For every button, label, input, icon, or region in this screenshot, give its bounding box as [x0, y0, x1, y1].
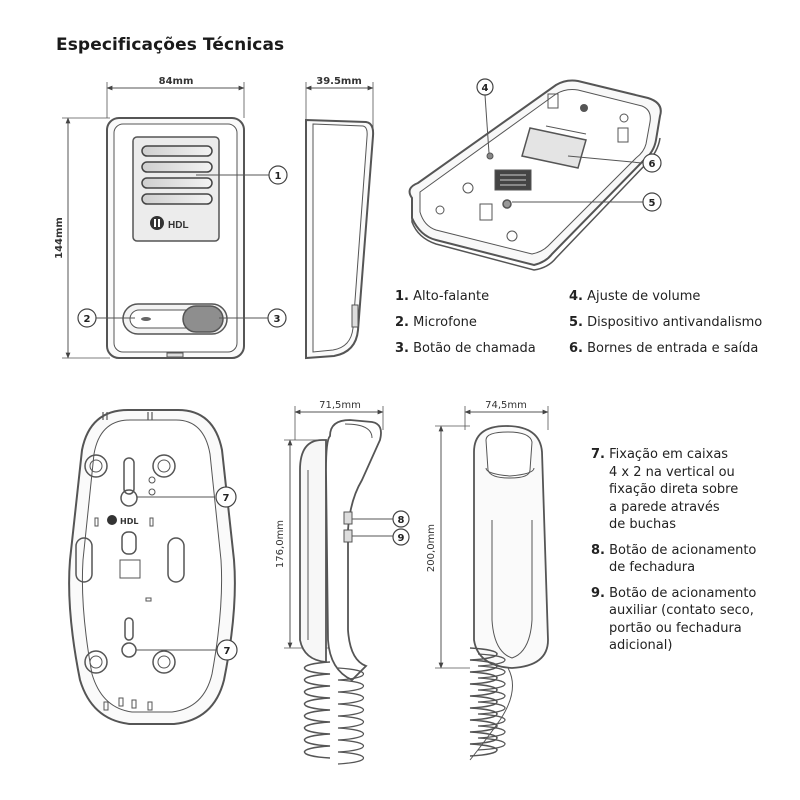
legend-item-5: 5. Dispositivo antivandalismo: [569, 315, 763, 330]
handset-side-view: [284, 406, 394, 765]
svg-text:3: 3: [274, 314, 281, 325]
handset-front-view: [435, 406, 549, 761]
dimension-handset1-width: 71,5mm: [319, 400, 361, 411]
note-item-7: 7. Fixação em caixas 4 x 2 na vertical o…: [591, 447, 739, 532]
callout-6: 6: [642, 153, 662, 173]
hdl-logo: HDL: [150, 216, 189, 231]
svg-text:9: 9: [398, 533, 405, 544]
page-title: Especificações Técnicas: [56, 35, 285, 55]
dimension-handset2-width: 74,5mm: [485, 400, 527, 411]
svg-text:5: 5: [649, 198, 656, 209]
svg-text:8: 8: [398, 515, 405, 526]
legend-item-3: 3. Botão de chamada: [395, 341, 536, 356]
callout-4: 4: [476, 78, 494, 96]
legend-item-1: 1. Alto-falante: [395, 289, 490, 304]
note-item-9: 9. Botão de acionamento auxiliar (contat…: [591, 585, 757, 654]
back-plate-view: HDL: [68, 409, 236, 725]
callout-2: 2: [77, 308, 97, 328]
callout-8: 8: [392, 510, 410, 528]
back-brand-text: HDL: [120, 517, 138, 526]
perspective-view: [408, 79, 662, 271]
svg-text:7: 7: [224, 646, 231, 657]
note-item-8: 8. Botão de acionamento de fechadura: [591, 542, 757, 576]
legend-column-right: 4. Ajuste de volume 5. Dispositivo antiv…: [569, 284, 762, 362]
legend-column-left: 1. Alto-falante 2. Microfone 3. Botão de…: [395, 284, 536, 362]
legend-item-6: 6. Bornes de entrada e saída: [569, 341, 759, 356]
callout-3: 3: [267, 308, 287, 328]
legend-item-4: 4. Ajuste de volume: [569, 289, 701, 304]
notes-list: 7. Fixação em caixas 4 x 2 na vertical o…: [591, 446, 756, 663]
dimension-handset2-height: 200,0mm: [426, 524, 437, 572]
svg-text:2: 2: [84, 314, 91, 325]
dimension-handset1-height: 176,0mm: [275, 520, 286, 568]
svg-text:4: 4: [482, 83, 489, 94]
callout-1: 1: [268, 165, 288, 185]
svg-text:1: 1: [275, 171, 282, 182]
speaker-grill: [141, 145, 213, 205]
dimension-side-depth: 39.5mm: [316, 76, 362, 87]
front-view: HDL: [62, 82, 269, 359]
callout-9: 9: [392, 528, 410, 546]
callout-5: 5: [642, 192, 662, 212]
callout-7-top: 7: [215, 486, 237, 508]
svg-text:6: 6: [649, 159, 656, 170]
svg-text:7: 7: [223, 493, 230, 504]
callout-7-bottom: 7: [216, 639, 238, 661]
legend-item-2: 2. Microfone: [395, 315, 477, 330]
dimension-front-height: 144mm: [54, 217, 65, 259]
dimension-front-width: 84mm: [159, 76, 194, 87]
brand-text: HDL: [168, 220, 189, 231]
side-view: [305, 82, 375, 360]
